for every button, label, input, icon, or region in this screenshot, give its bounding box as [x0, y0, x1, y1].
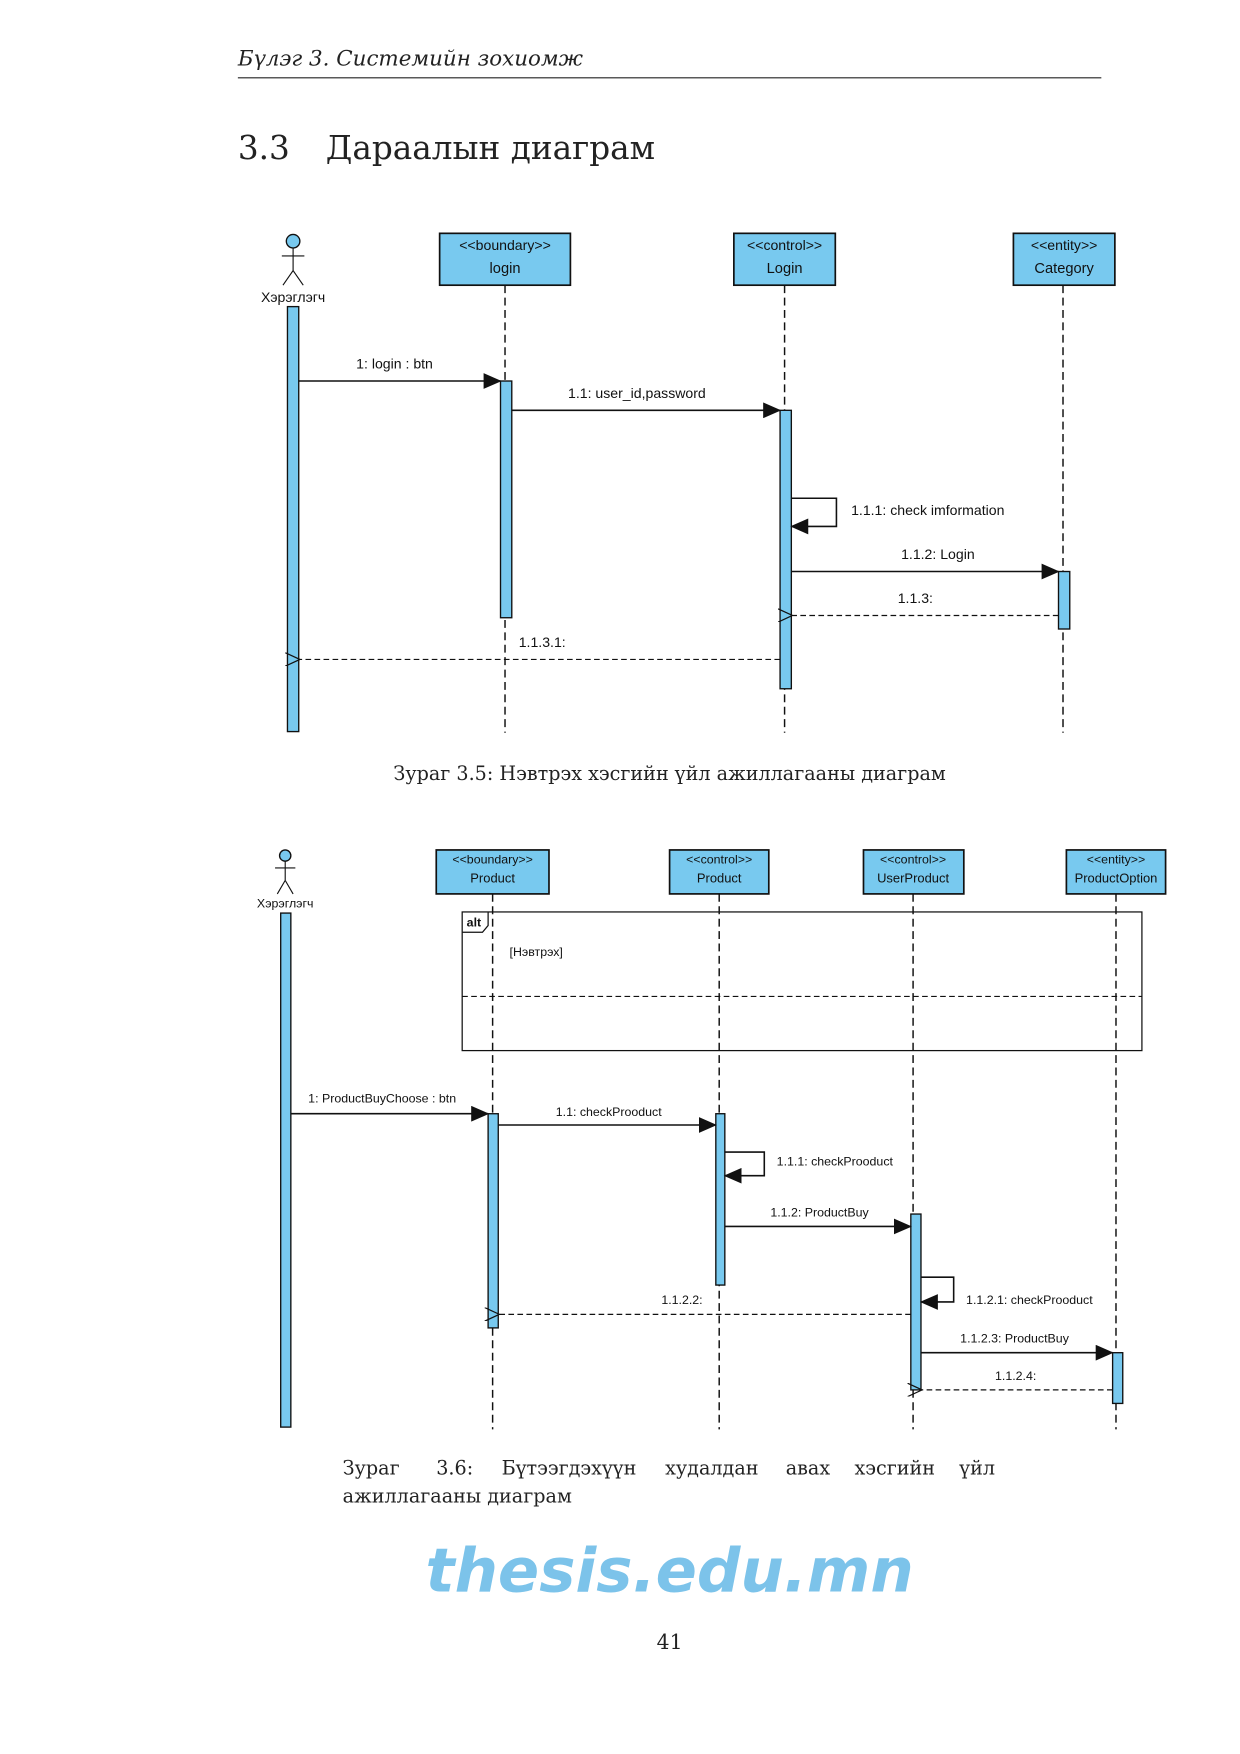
actor-icon	[281, 233, 305, 286]
caption-line-2: ажиллагааны диаграм	[343, 1485, 572, 1508]
message-label: 1.1.3:	[898, 590, 933, 606]
message-label: 1.1.2.4:	[995, 1369, 1036, 1383]
fragment-operator: alt	[467, 916, 481, 930]
stereotype-label: <<entity>>	[1031, 237, 1098, 253]
message-label: 1.1.2.2:	[661, 1293, 702, 1307]
lifeline-name: login	[490, 261, 521, 277]
stereotype-label: <<control>>	[686, 852, 752, 866]
lifeline-boundary-login	[438, 232, 572, 287]
actor-activation	[280, 912, 292, 1428]
message-label: 1.1.1: checkProoduct	[777, 1155, 894, 1169]
lifeline-name: Product	[697, 871, 742, 886]
self-message-arrow	[790, 497, 838, 535]
activation	[1111, 1352, 1124, 1405]
stereotype-label: <<entity>>	[1087, 852, 1146, 866]
message-label: 1.1.3.1:	[519, 634, 566, 650]
caption-word: Зураг	[343, 1456, 400, 1479]
lifeline-name: Category	[1034, 261, 1094, 277]
actor-activation	[286, 305, 300, 733]
lifeline-entity-category	[1012, 232, 1116, 287]
activation	[910, 1213, 922, 1391]
sequence-diagram-login: Хэрэглэгч <<boundary>> login <<control>>…	[261, 232, 1116, 733]
message-label: 1.1.2: Login	[901, 546, 975, 562]
stereotype-label: <<boundary>>	[459, 237, 551, 253]
page-number: 41	[657, 1630, 683, 1654]
message-label: 1.1.2: ProductBuy	[770, 1205, 869, 1219]
section-number: 3.3	[238, 129, 290, 167]
activation	[779, 409, 793, 690]
caption-word: Бүтээгдэхүүн	[502, 1456, 637, 1479]
caption-word: худалдан	[665, 1456, 758, 1479]
caption-word: хэсгийн	[854, 1456, 935, 1479]
stereotype-label: <<boundary>>	[452, 852, 533, 866]
alt-fragment: alt [Нэвтрэх]	[461, 911, 1143, 1052]
activation	[715, 1113, 726, 1286]
lifeline-name: UserProduct	[877, 871, 949, 886]
message-label: 1.1: user_id,password	[568, 385, 706, 401]
lifeline-name: Product	[470, 871, 515, 886]
self-message-arrow	[723, 1151, 766, 1184]
lifeline-control-product	[668, 849, 770, 895]
fragment-guard: [Нэвтрэх]	[510, 945, 563, 959]
stereotype-label: <<control>>	[880, 852, 946, 866]
stereotype-label: <<control>>	[747, 237, 822, 253]
caption-word: авах	[786, 1456, 831, 1479]
lifeline-entity-productoption	[1065, 849, 1167, 895]
lifeline-boundary-product	[435, 849, 550, 895]
watermark: thesis.edu.mn	[426, 1536, 914, 1607]
message-label: 1.1.1: check imformation	[851, 502, 1004, 518]
message-label: 1: login : btn	[356, 356, 433, 372]
message-label: 1.1.2.1: checkProoduct	[966, 1293, 1093, 1307]
activation	[487, 1113, 499, 1329]
activation	[499, 380, 513, 619]
section-title: Дараалын диаграм	[326, 129, 655, 167]
activation	[1057, 570, 1071, 630]
self-message-arrow	[919, 1276, 955, 1310]
lifeline-control-userproduct	[862, 849, 965, 895]
running-header: Бүлэг 3. Системийн зохиомж	[237, 46, 584, 71]
message-label: 1.1: checkProoduct	[556, 1105, 662, 1119]
message-label: 1.1.2.3: ProductBuy	[960, 1332, 1070, 1346]
figure-caption-3-5: Зураг 3.5: Нэвтрэх хэсгийн үйл ажиллагаа…	[393, 762, 946, 785]
actor-icon	[275, 849, 296, 895]
actor-label: Хэрэглэгч	[257, 896, 314, 910]
sequence-diagram-product-buy: Хэрэглэгч <<boundary>> Product <<control…	[257, 849, 1167, 1430]
caption-word: 3.6:	[436, 1456, 473, 1479]
message-label: 1: ProductBuyChoose : btn	[308, 1091, 456, 1105]
caption-word: үйл	[958, 1456, 995, 1479]
figure-caption-3-6: Зураг 3.6: Бүтээгдэхүүн худалдан авах хэ…	[343, 1456, 995, 1507]
lifeline-name: ProductOption	[1075, 871, 1158, 886]
actor-label: Хэрэглэгч	[261, 289, 325, 305]
lifeline-name: Login	[767, 261, 803, 277]
